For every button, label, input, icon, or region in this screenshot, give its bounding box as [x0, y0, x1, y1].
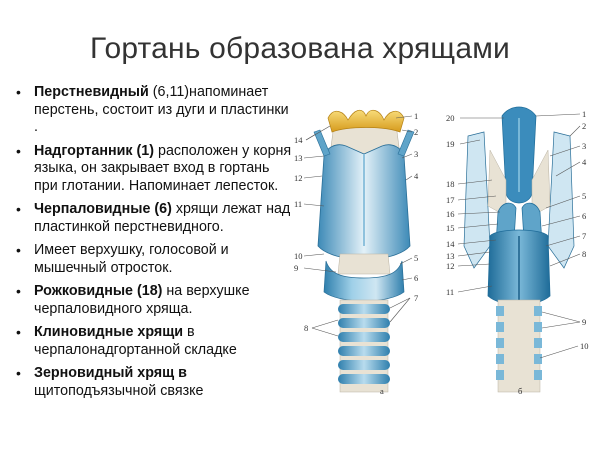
bullet-text: (6,11)напоминает перстень, состоит из ду…	[34, 84, 289, 135]
label-b-18: 18	[446, 179, 455, 189]
bullet-text: расположен у корня языка, он закрывает в…	[34, 142, 292, 194]
label-b-11: 11	[446, 287, 454, 297]
panel-a-label: а	[380, 386, 384, 396]
label-b-12: 12	[446, 261, 455, 271]
label-b-5: 5	[582, 191, 586, 201]
bullet-item: Зерновидный хрящ в щитоподъязычной связк…	[14, 365, 296, 400]
label-b-9: 9	[582, 317, 586, 327]
label-a-3: 3	[414, 149, 418, 159]
label-a-9: 9	[294, 263, 298, 273]
bullet-item: Рожковидные (18) на верхушке черпаловидн…	[14, 283, 296, 318]
label-a-6: 6	[414, 273, 418, 283]
label-a-12: 12	[294, 173, 303, 183]
bullet-bold: Клиновидные хрящи	[34, 324, 184, 340]
bullet-text: Имеет верхушку, голосовой и мышечный отр…	[34, 242, 229, 276]
label-a-7: 7	[414, 293, 418, 303]
labels-anterior: 1 2 3 4 5 6 7 8 9 10	[294, 111, 419, 396]
label-a-5: 5	[414, 253, 418, 263]
label-a-4: 4	[414, 171, 419, 181]
label-a-13: 13	[294, 153, 303, 163]
label-b-13: 13	[446, 251, 455, 261]
label-b-2: 2	[582, 121, 586, 131]
bullet-item: Клиновидные хрящи в черпалонадгортанной …	[14, 324, 296, 359]
label-a-8: 8	[304, 323, 308, 333]
label-b-19: 19	[446, 139, 455, 149]
bullet-bold: Перстневидный	[34, 84, 149, 100]
label-b-1: 1	[582, 109, 586, 119]
label-b-8: 8	[582, 249, 586, 259]
label-b-7: 7	[582, 231, 586, 241]
bullet-bold: Рожковидные (18)	[34, 283, 163, 299]
label-a-1: 1	[414, 111, 418, 121]
larynx-posterior-view	[463, 106, 575, 393]
label-b-16: 16	[446, 209, 455, 219]
label-a-11: 11	[294, 199, 302, 209]
bullet-text: в черпалонадгортанной складке	[34, 324, 237, 358]
bullet-list: Перстневидный (6,11)напоминает перстень,…	[14, 84, 296, 406]
label-a-10: 10	[294, 251, 303, 261]
panel-b-label: б	[518, 386, 522, 396]
label-b-10: 10	[580, 341, 589, 351]
labels-posterior: 1 2 3 4 5 6 7 8 9 10	[446, 109, 589, 396]
label-b-6: 6	[582, 211, 586, 221]
label-b-15: 15	[446, 223, 455, 233]
bullet-bold: Надгортанник (1)	[34, 142, 155, 159]
bullet-item: Перстневидный (6,11)напоминает перстень,…	[14, 84, 296, 137]
bullet-text: хрящи лежат над пластинкой перстневидног…	[34, 201, 291, 235]
label-a-14: 14	[294, 135, 303, 145]
label-b-4: 4	[582, 157, 587, 167]
label-b-14: 14	[446, 239, 455, 249]
bullet-item: Надгортанник (1) расположен у корня язык…	[14, 143, 296, 196]
label-b-3: 3	[582, 141, 586, 151]
larynx-anterior-view	[313, 109, 415, 393]
slide-title: Гортань образована хрящами	[90, 32, 510, 65]
bullet-text: на верхушке черпаловидного хряща.	[34, 283, 250, 317]
bullet-bold: Зерновидный хрящ в	[34, 365, 187, 381]
bullet-item: Черпаловидные (6) хрящи лежат над пласти…	[14, 201, 296, 236]
bullet-item: Имеет верхушку, голосовой и мышечный отр…	[14, 242, 296, 277]
bullet-text: щитоподъязычной связке	[34, 382, 204, 399]
label-a-2: 2	[414, 127, 418, 137]
bullet-bold: Черпаловидные (6)	[34, 201, 172, 217]
label-b-20: 20	[446, 113, 455, 123]
larynx-illustration: 1 2 3 4 5 6 7 8 9 10	[284, 96, 600, 446]
larynx-svg: 1 2 3 4 5 6 7 8 9 10	[294, 106, 589, 396]
label-b-17: 17	[446, 195, 455, 205]
